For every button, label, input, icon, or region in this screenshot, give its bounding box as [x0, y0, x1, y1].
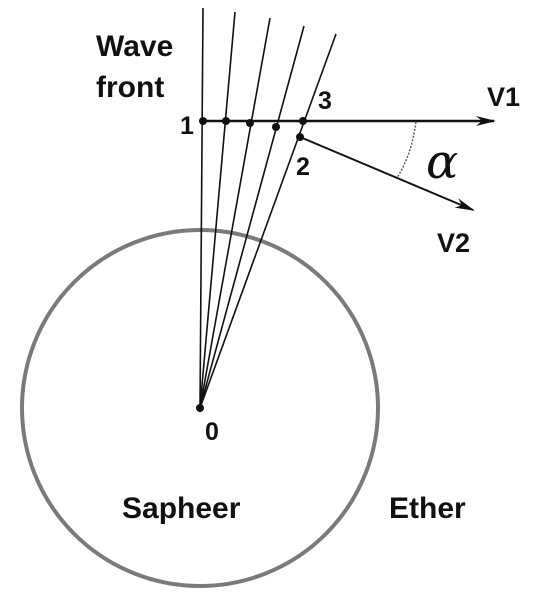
vector-v2-label: V2: [437, 228, 470, 258]
point-3-dot: [299, 117, 307, 125]
wave-front-points: [196, 117, 307, 412]
ray-3: [199, 17, 271, 409]
point-3-label: 3: [318, 87, 332, 115]
ray-2: [199, 11, 236, 409]
vector-v2-arrow: [299, 136, 475, 211]
point-1-dot: [199, 117, 207, 125]
ray-5: [199, 33, 337, 409]
wave-front-label-line1: Wave: [96, 30, 173, 63]
ether-label: Ether: [389, 492, 466, 525]
wave-front-label-line2: front: [96, 71, 164, 104]
point-0-dot: [196, 404, 204, 412]
radial-rays: [199, 7, 337, 409]
sapheer-circle: [20, 228, 380, 588]
point-dot: [222, 117, 230, 125]
angle-alpha-label: α: [426, 134, 458, 190]
point-0-label: 0: [205, 418, 219, 446]
point-dot: [246, 119, 254, 127]
vector-v1-label: V1: [487, 82, 520, 112]
point-1-label: 1: [180, 112, 194, 140]
point-2-label: 2: [296, 153, 310, 181]
point-dot: [272, 123, 280, 131]
point-2-dot: [296, 133, 304, 141]
ray-4: [199, 25, 305, 409]
sapheer-label: Sapheer: [122, 492, 241, 525]
ray-1: [199, 7, 204, 409]
angle-arc: [396, 121, 417, 179]
